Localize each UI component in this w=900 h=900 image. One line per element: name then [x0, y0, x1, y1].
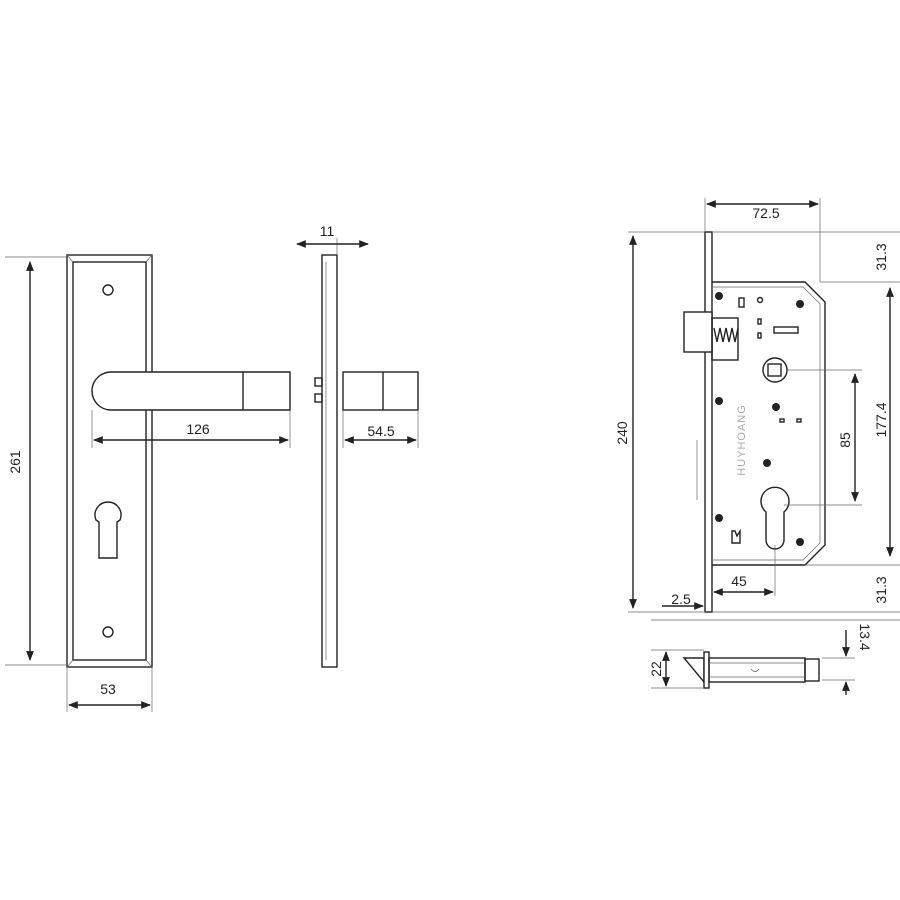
cylinder-hole-icon [760, 486, 790, 550]
dim-handle-projection: 54.5 [367, 423, 394, 439]
dim-center-distance: 85 [837, 432, 853, 448]
brand-logo: HUYHOANG [736, 404, 748, 476]
latch-tip [682, 657, 705, 684]
front-plate-view: 261 126 53 [5, 254, 291, 712]
dim-plate-thickness: 11 [320, 223, 335, 239]
lever-handle [91, 371, 291, 411]
plate-bevel [72, 261, 147, 661]
handle-side [342, 371, 419, 411]
mortise-lock-view: HUYHOANG 72.5 240 31.3 177.4 85 31.3 45 … [614, 198, 900, 613]
dim-bottom-offset: 31.3 [873, 576, 889, 603]
latch-bolt [683, 311, 713, 353]
dim-body-height: 177.4 [873, 402, 889, 437]
spring-icon [713, 327, 739, 343]
dim-latch-width: 13.4 [857, 623, 873, 650]
dim-faceplate-height: 240 [614, 421, 630, 445]
keyhole-icon [94, 501, 122, 559]
dim-plate-width: 53 [100, 681, 116, 697]
latch-bottom-view: 22 13.4 [648, 619, 900, 695]
side-plate-view: 11 54.5 [296, 223, 419, 668]
screw-hole-icon [102, 284, 114, 296]
plate-side [321, 254, 338, 668]
dim-faceplate-thickness: 2.5 [671, 591, 691, 607]
dim-top-offset: 31.3 [873, 243, 889, 270]
screw-icons [715, 292, 804, 546]
dim-backset: 45 [731, 573, 747, 589]
dim-lock-depth: 72.5 [752, 205, 779, 221]
follower-icon [762, 357, 788, 383]
dim-handle-length: 126 [186, 421, 210, 437]
dim-plate-height: 261 [7, 450, 23, 474]
faceplate [704, 231, 713, 613]
lock-case [712, 281, 826, 566]
dim-latch-height: 22 [648, 661, 664, 677]
plate-outline [66, 254, 153, 668]
screw-hole-icon [102, 626, 114, 638]
